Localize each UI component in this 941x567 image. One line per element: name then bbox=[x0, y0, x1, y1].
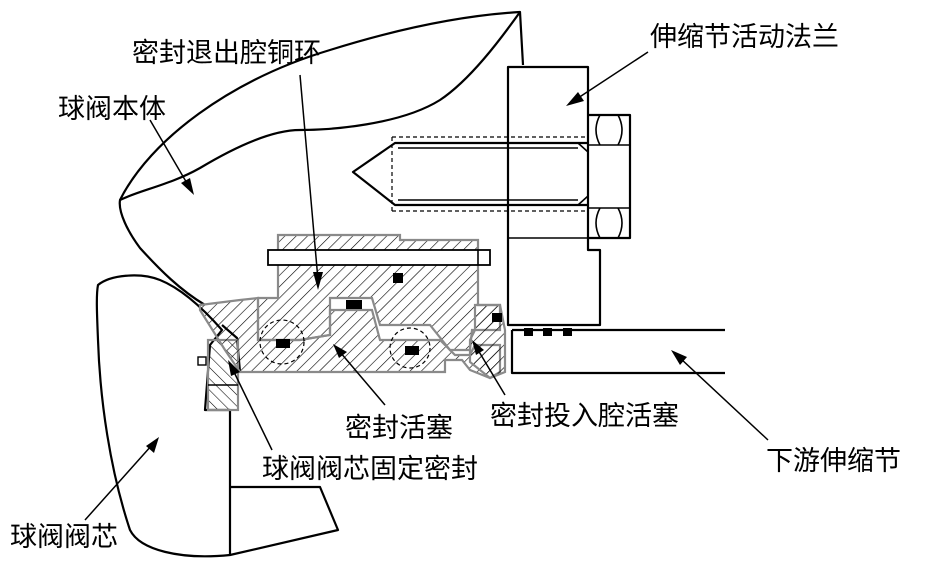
flange-outline bbox=[506, 65, 602, 327]
bolt-head bbox=[588, 113, 632, 240]
leader-flange bbox=[574, 51, 649, 101]
leader-fixed-seal bbox=[232, 369, 273, 451]
valve-body-upper-edge bbox=[119, 10, 525, 201]
label-seal-piston: 密封活塞 bbox=[345, 413, 453, 444]
o-ring-5 bbox=[405, 346, 419, 355]
label-copper-ring: 密封退出腔铜环 bbox=[132, 38, 321, 69]
o-ring-3 bbox=[492, 313, 502, 322]
locating-pin bbox=[267, 249, 491, 266]
arrow-seal-piston bbox=[333, 344, 347, 358]
leader-valve-core bbox=[84, 444, 153, 521]
label-downstream-joint: 下游伸缩节 bbox=[766, 446, 901, 477]
label-seal-in-piston: 密封投入腔活塞 bbox=[490, 401, 679, 432]
arrow-downstream-joint bbox=[671, 350, 687, 365]
arrow-fixed-seal bbox=[228, 360, 240, 376]
o-ring-2 bbox=[346, 300, 362, 309]
leader-seal-in-piston bbox=[477, 349, 506, 396]
label-valve-core: 球阀阀芯 bbox=[10, 522, 118, 553]
arrow-flange bbox=[566, 92, 584, 106]
bolt-thread-lines bbox=[398, 142, 589, 206]
o-ring-6 bbox=[524, 328, 533, 336]
arrow-valve-core bbox=[146, 437, 159, 453]
bolt-hole-dashed bbox=[391, 136, 588, 212]
bolt-head-chamfers bbox=[595, 114, 623, 239]
arrow-seal-in-piston bbox=[472, 340, 484, 355]
valve-core-lower-step bbox=[229, 485, 340, 557]
label-valve-body: 球阀本体 bbox=[58, 94, 166, 125]
label-fixed-seal: 球阀阀芯固定密封 bbox=[262, 454, 478, 485]
detail-circle-1 bbox=[259, 319, 305, 365]
leader-downstream-joint bbox=[679, 357, 769, 441]
leader-seal-piston bbox=[339, 351, 386, 406]
arrow-copper-ring bbox=[313, 272, 323, 290]
leader-valve-body bbox=[149, 119, 189, 186]
o-ring-4 bbox=[276, 339, 290, 348]
o-ring-7 bbox=[543, 328, 552, 336]
valve-core-outline bbox=[95, 274, 232, 558]
arrow-valve-body bbox=[181, 178, 194, 195]
label-flange: 伸缩节活动法兰 bbox=[650, 22, 839, 53]
detail-circle-2 bbox=[389, 327, 431, 369]
leader-copper-ring bbox=[299, 74, 319, 281]
o-ring-1 bbox=[393, 273, 403, 283]
fixed-seal-gasket bbox=[197, 356, 207, 366]
o-ring-8 bbox=[563, 328, 572, 336]
bolt-shank bbox=[351, 141, 588, 207]
downstream-joint-outline bbox=[510, 328, 725, 375]
